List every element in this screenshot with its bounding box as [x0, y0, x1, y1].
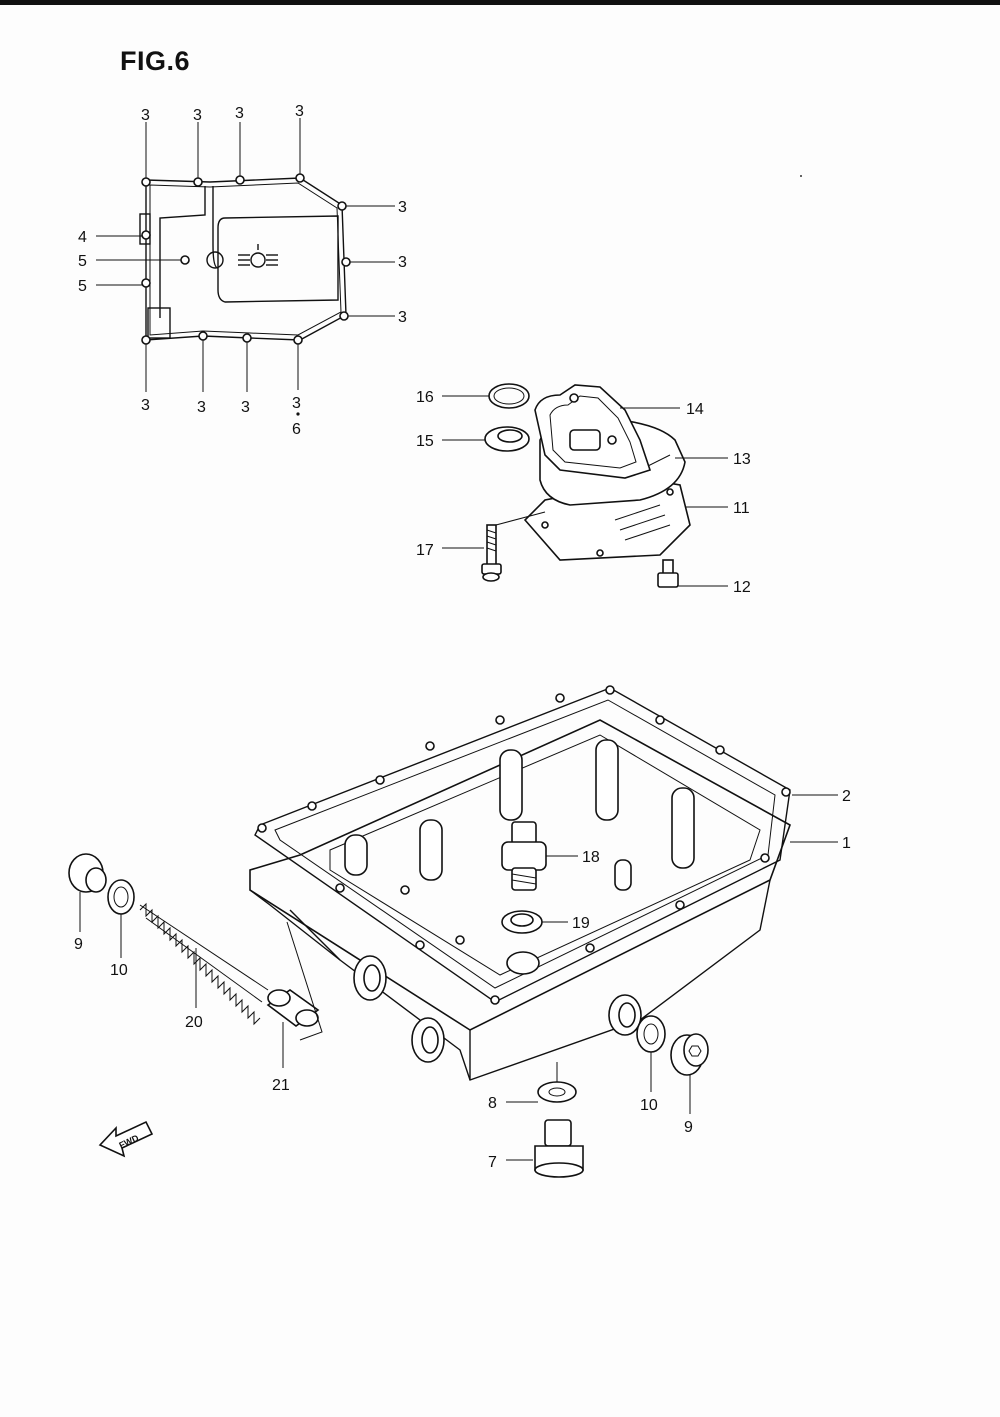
callout-6: 6: [292, 421, 301, 438]
callout-3-bottom-1: 3: [141, 397, 150, 414]
callout-21: 21: [272, 1077, 290, 1094]
callout-3-top-2: 3: [193, 107, 202, 124]
figure-title: FIG.6: [120, 46, 191, 76]
relief-spring-20-icon: [139, 902, 269, 1026]
callout-17: 17: [416, 542, 434, 559]
callout-9-right: 9: [684, 1119, 693, 1136]
callout-1: 1: [842, 835, 851, 852]
pan-bolt-holes: [257, 685, 791, 1005]
plug-9-left-icon: [68, 853, 107, 893]
callout-9-left: 9: [74, 936, 83, 953]
callout-13: 13: [733, 451, 751, 468]
oil-pressure-switch-18-icon: [501, 821, 547, 891]
pan-logo-icon: [238, 244, 278, 268]
gasket-outline-view: [96, 118, 395, 416]
callout-19: 19: [572, 915, 590, 932]
bolt-hole-markers: [141, 173, 351, 345]
callout-8: 8: [488, 1095, 497, 1112]
callout-18: 18: [582, 849, 600, 866]
callout-5-a: 5: [78, 253, 87, 270]
plug-9-right-icon: [670, 1033, 709, 1076]
callout-3-right-1: 3: [398, 199, 407, 216]
callout-3-top-4: 3: [295, 103, 304, 120]
bolt-17-icon: [481, 524, 502, 582]
callout-16: 16: [416, 389, 434, 406]
callout-10-left: 10: [110, 962, 128, 979]
bolt-12-icon: [657, 559, 679, 588]
sheet-border-top: [0, 0, 1000, 5]
callout-3-top-1: 3: [141, 107, 150, 124]
callout-4: 4: [78, 229, 87, 246]
callout-14: 14: [686, 401, 704, 418]
callout-3-bottom-2: 3: [197, 399, 206, 416]
callout-20: 20: [185, 1014, 203, 1031]
oil-pan-assembly: [68, 685, 838, 1178]
relief-plunger-21-icon: [266, 989, 320, 1027]
callout-12: 12: [733, 579, 751, 596]
callout-11: 11: [733, 500, 750, 517]
callout-3-bottom-4: 3: [292, 395, 301, 412]
callout-3-bottom-3: 3: [241, 399, 250, 416]
forward-direction-arrow-icon: FWD: [98, 1120, 154, 1158]
callout-5-b: 5: [78, 278, 87, 295]
callout-2: 2: [842, 788, 851, 805]
callout-10-right: 10: [640, 1097, 658, 1114]
callout-3-right-2: 3: [398, 254, 407, 271]
callout-3-top-3: 3: [235, 105, 244, 122]
callout-15: 15: [416, 433, 434, 450]
callout-7: 7: [488, 1154, 497, 1171]
drain-bolt-7-icon: [534, 1119, 584, 1178]
oil-strainer-assembly: [442, 383, 728, 588]
callout-3-right-3: 3: [398, 309, 407, 326]
